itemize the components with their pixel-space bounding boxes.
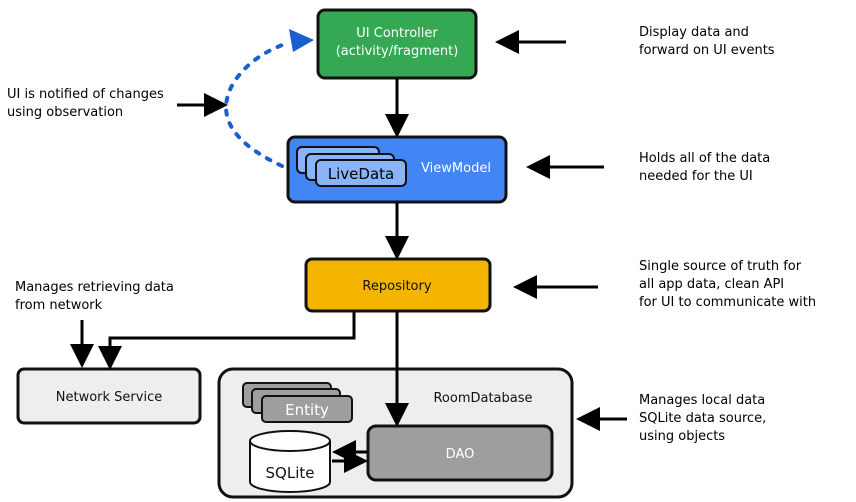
annotation-viewmodel: Holds all of the data needed for the UI <box>639 151 770 184</box>
dao-node: DAO <box>366 424 554 482</box>
dao-label: DAO <box>446 447 475 462</box>
svg-text:needed for the UI: needed for the UI <box>639 169 753 184</box>
arrow-repository-to-network <box>98 312 356 370</box>
annotation-repository: Single source of truth for all app data,… <box>639 259 816 310</box>
entity-label: Entity <box>285 401 329 419</box>
viewmodel-label: ViewModel <box>421 161 491 176</box>
annotation-observation: UI is notified of changes using observat… <box>7 87 164 120</box>
ui-controller-sublabel: (activity/fragment) <box>336 44 459 59</box>
sqlite-label: SQLite <box>266 464 315 482</box>
svg-text:Single source of truth for: Single source of truth for <box>639 259 802 274</box>
svg-text:using objects: using objects <box>639 429 725 444</box>
annotation-ui-controller: Display data and forward on UI events <box>639 25 775 58</box>
svg-text:from network: from network <box>15 298 103 313</box>
repository-node: Repository <box>304 257 492 313</box>
connectors <box>98 79 409 473</box>
ui-controller-node: UI Controller (activity/fragment) <box>316 8 478 80</box>
svg-text:UI is notified of changes: UI is notified of changes <box>7 87 164 102</box>
annotation-room: Manages local data SQLite data source, u… <box>639 393 766 444</box>
livedata-label: LiveData <box>328 165 394 183</box>
annotation-arrows <box>70 30 627 431</box>
svg-text:forward on UI events: forward on UI events <box>639 43 775 58</box>
svg-text:Manages retrieving data: Manages retrieving data <box>15 280 174 295</box>
svg-text:for UI to communicate with: for UI to communicate with <box>639 295 816 310</box>
svg-text:Holds all of the data: Holds all of the data <box>639 151 770 166</box>
ui-controller-label: UI Controller <box>356 26 438 41</box>
svg-text:Display data and: Display data and <box>639 25 749 40</box>
livedata-box <box>315 159 407 187</box>
svg-text:SQLite data source,: SQLite data source, <box>639 411 766 426</box>
sqlite-node: SQLite <box>249 430 331 493</box>
observation-arrow <box>224 29 314 168</box>
observation-arrowhead <box>289 29 314 52</box>
network-service-label: Network Service <box>56 390 162 405</box>
annotation-network: Manages retrieving data from network <box>15 280 174 313</box>
svg-text:all app data, clean API: all app data, clean API <box>639 277 784 292</box>
room-database-label: RoomDatabase <box>433 391 532 406</box>
entity-node: Entity <box>242 382 353 423</box>
svg-text:using observation: using observation <box>7 105 123 120</box>
repository-label: Repository <box>362 279 431 294</box>
network-service-node: Network Service <box>16 367 202 425</box>
svg-text:Manages local data: Manages local data <box>639 393 765 408</box>
viewmodel-node: LiveData ViewModel <box>286 135 508 204</box>
